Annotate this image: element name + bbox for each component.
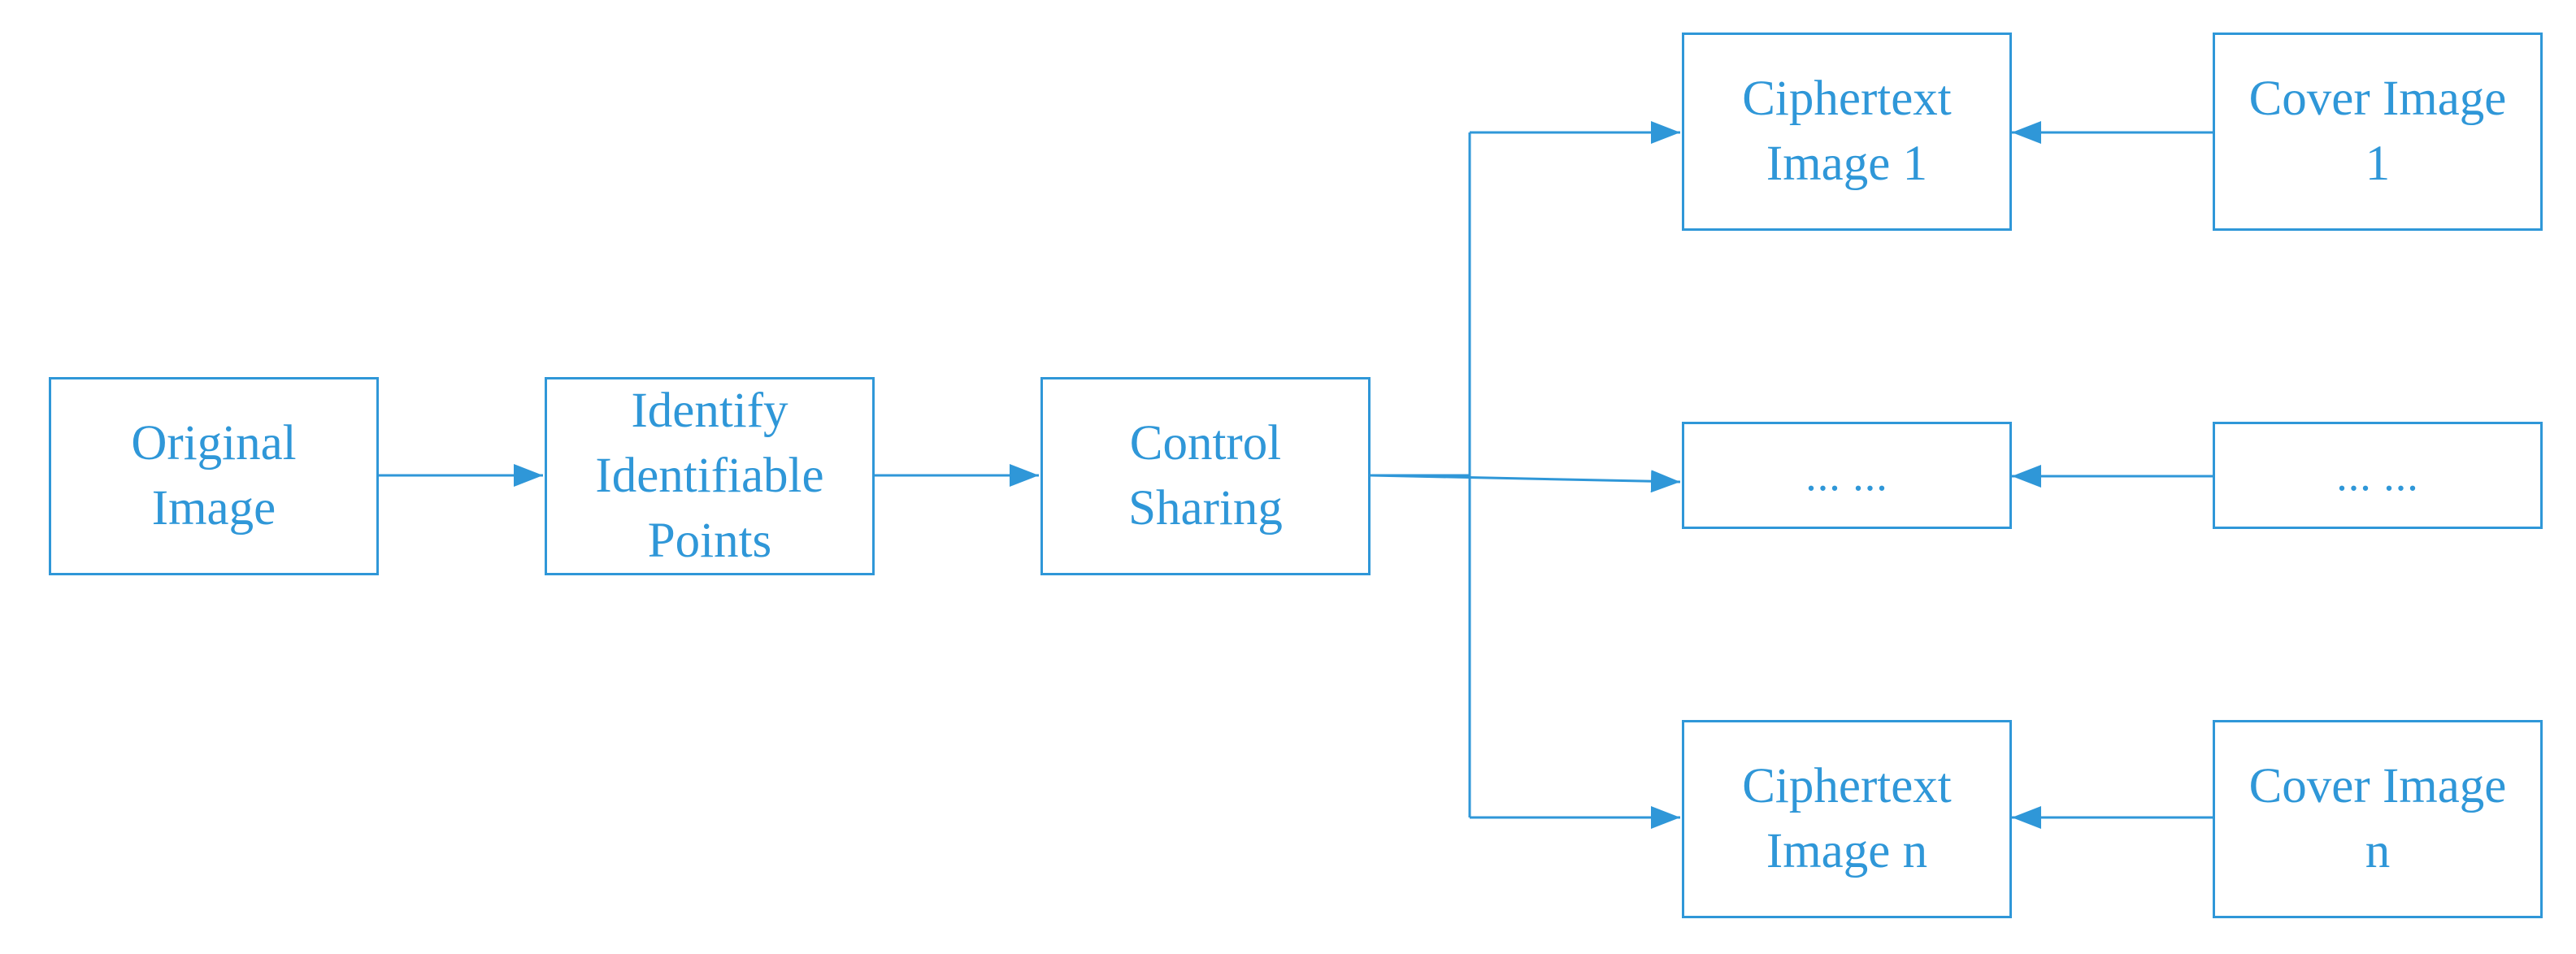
ciphertext-image-1-label: Ciphertext Image 1	[1742, 72, 1952, 191]
identify-identifiable-points-node: Identify Identifiable Points	[545, 377, 875, 575]
edge-control-sharing-to-ciphertext-ellipsis	[1370, 470, 1681, 493]
cover-ellipsis-node: ... ...	[2213, 422, 2543, 529]
cover-image-n-label: Cover Image n	[2248, 759, 2507, 878]
control-sharing-node: Control Sharing	[1040, 377, 1371, 575]
ciphertext-image-1-node: Ciphertext Image 1	[1682, 33, 2012, 231]
control-sharing-label: Control Sharing	[1128, 416, 1283, 536]
cover-ellipsis-label: ... ...	[2336, 451, 2419, 500]
cover-image-1-node: Cover Image 1	[2213, 33, 2543, 231]
original-image-label: Original Image	[131, 416, 297, 536]
original-image-node: Original Image	[49, 377, 379, 575]
cover-image-n-node: Cover Image n	[2213, 720, 2543, 918]
identify-identifiable-points-label: Identify Identifiable Points	[595, 384, 824, 568]
cover-image-1-label: Cover Image 1	[2248, 72, 2507, 191]
ciphertext-ellipsis-label: ... ...	[1805, 451, 1888, 500]
ciphertext-image-n-label: Ciphertext Image n	[1742, 759, 1952, 878]
ciphertext-image-n-node: Ciphertext Image n	[1682, 720, 2012, 918]
ciphertext-ellipsis-node: ... ...	[1682, 422, 2012, 529]
